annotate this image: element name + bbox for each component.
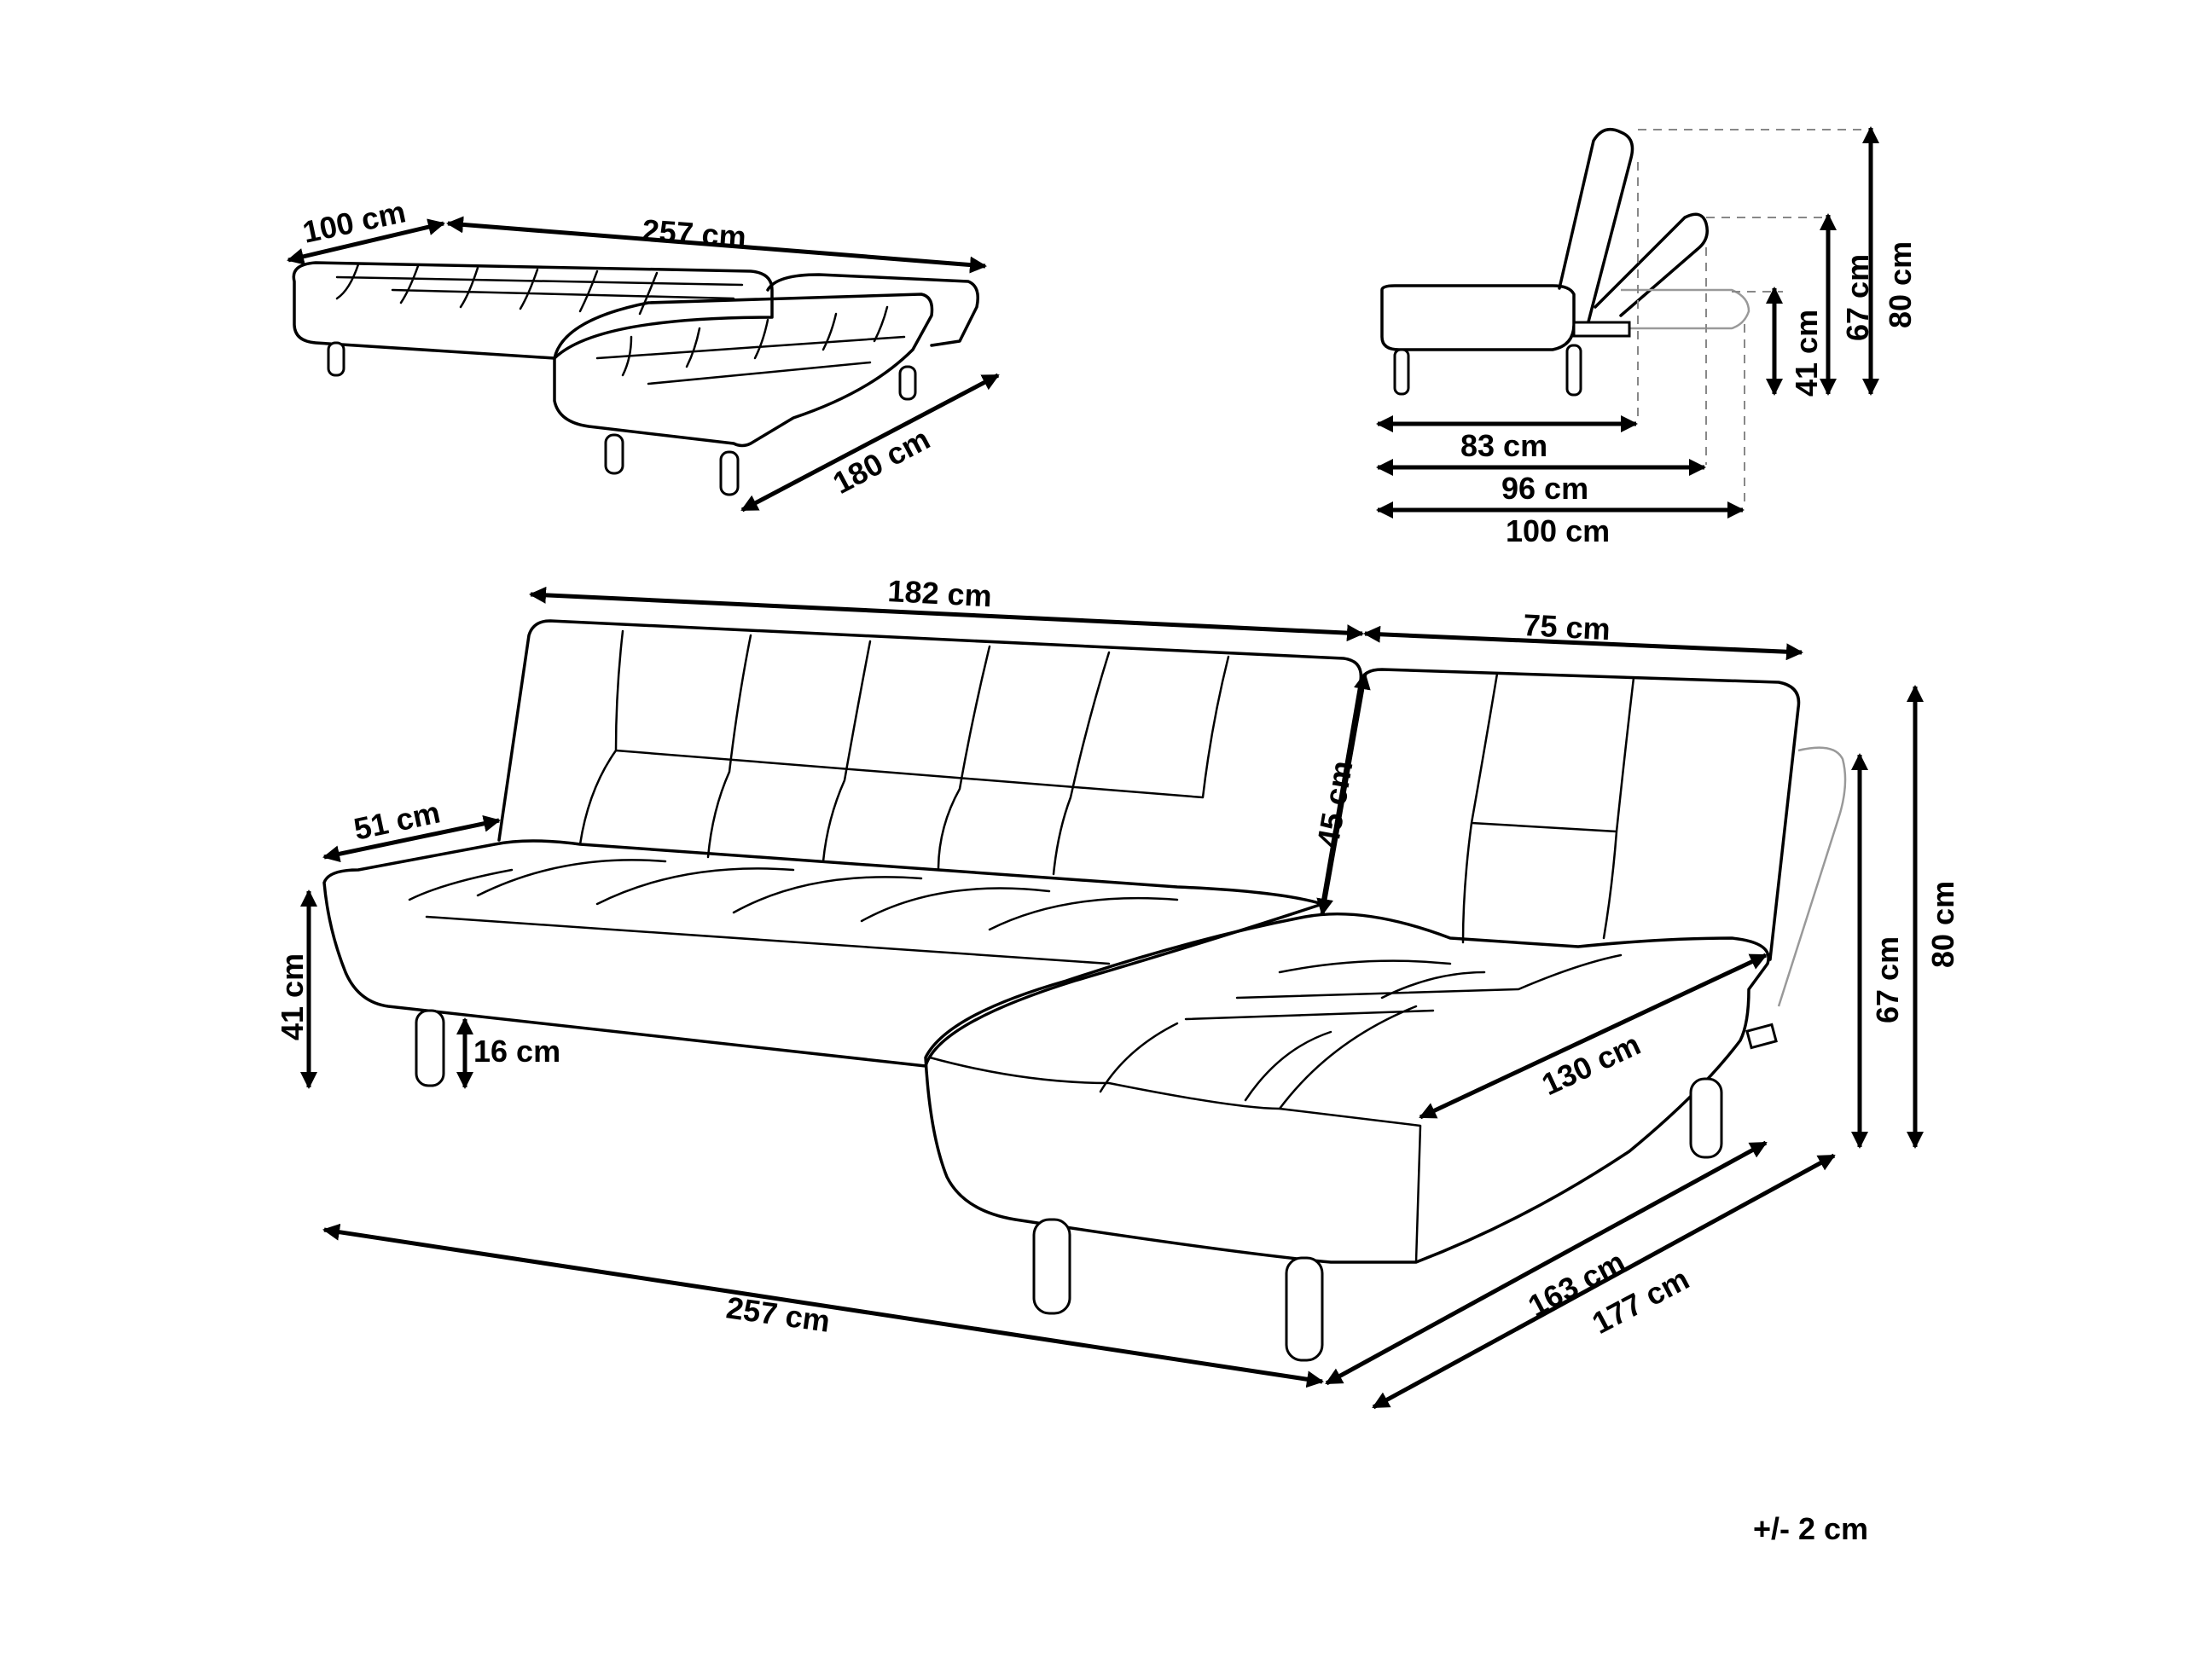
main-label-257: 257 cm [724, 1289, 833, 1339]
main-leg-3 [1285, 1256, 1324, 1362]
main-back-right [1359, 668, 1801, 961]
bed-leg-1 [327, 341, 345, 377]
main-seat-left [322, 839, 1324, 1068]
profile-leg-2 [1565, 344, 1582, 397]
profile-back-recline [1594, 212, 1709, 317]
profile-label-80: 80 cm [1883, 241, 1918, 328]
profile-label-96: 96 cm [1501, 471, 1588, 506]
main-seat-left-tufting [408, 859, 1179, 965]
bed-arrow-100 [287, 218, 445, 265]
profile-label-83: 83 cm [1460, 428, 1547, 463]
main-label-45: 45 cm [1310, 758, 1360, 850]
profile-back-upright [1558, 127, 1634, 330]
main-back-right-recline [1777, 746, 1847, 1007]
main-label-75: 75 cm [1523, 607, 1611, 646]
bed-tufting [335, 263, 744, 316]
bed-leg-3 [604, 433, 624, 475]
main-arrow-177 [1372, 1153, 1836, 1410]
main-back-right-tufting [1461, 672, 1635, 944]
bed-arrow-257 [446, 216, 987, 274]
main-back-left [497, 619, 1363, 906]
main-leg-2 [1032, 1218, 1071, 1315]
profile-leg-1 [1393, 348, 1410, 396]
profile-back-flat [1621, 288, 1750, 330]
main-label-51: 51 cm [351, 794, 443, 846]
main-arrow-75 [1363, 625, 1803, 661]
bed-label-180: 180 cm [827, 421, 936, 501]
bed-back-chaise [766, 273, 979, 347]
bed-label-257: 257 cm [641, 212, 747, 254]
bed-leg-4 [719, 450, 740, 496]
profile-label-100: 100 cm [1506, 513, 1610, 548]
main-back-left-tufting [578, 629, 1230, 876]
main-leg-4 [1689, 1077, 1723, 1159]
main-label-67: 67 cm [1870, 936, 1905, 1023]
main-leg-1 [415, 1009, 445, 1087]
bed-chaise-tufting [595, 305, 906, 385]
main-arrow-51 [322, 814, 501, 863]
main-arrow-182 [529, 586, 1364, 642]
main-label-41: 41 cm [275, 953, 310, 1040]
main-arrow-130 [1419, 953, 1768, 1120]
main-frame-right [1745, 1023, 1778, 1050]
bed-leg-2 [898, 365, 917, 401]
main-label-80: 80 cm [1925, 881, 1960, 968]
profile-seat [1380, 284, 1576, 351]
main-label-16: 16 cm [473, 1034, 560, 1069]
side-profile-view: 41 cm 67 cm 80 cm 83 cm 96 cm 100 cm [1376, 126, 1918, 548]
main-label-182: 182 cm [887, 573, 993, 613]
main-arrow-257 [322, 1223, 1324, 1388]
profile-frame [1572, 321, 1631, 338]
main-arrow-45 [1316, 672, 1371, 916]
tolerance-note: +/- 2 cm [1753, 1511, 1868, 1546]
bed-arrow-180 [740, 373, 1000, 513]
bed-label-100: 100 cm [299, 194, 409, 249]
profile-label-67: 67 cm [1840, 254, 1875, 341]
main-sofa-view: 182 cm 75 cm 45 cm 51 cm 41 cm 16 cm 130… [275, 573, 1960, 1410]
bed-mode-view: 100 cm 257 cm 180 cm [287, 194, 1000, 513]
profile-label-41: 41 cm [1789, 310, 1824, 397]
